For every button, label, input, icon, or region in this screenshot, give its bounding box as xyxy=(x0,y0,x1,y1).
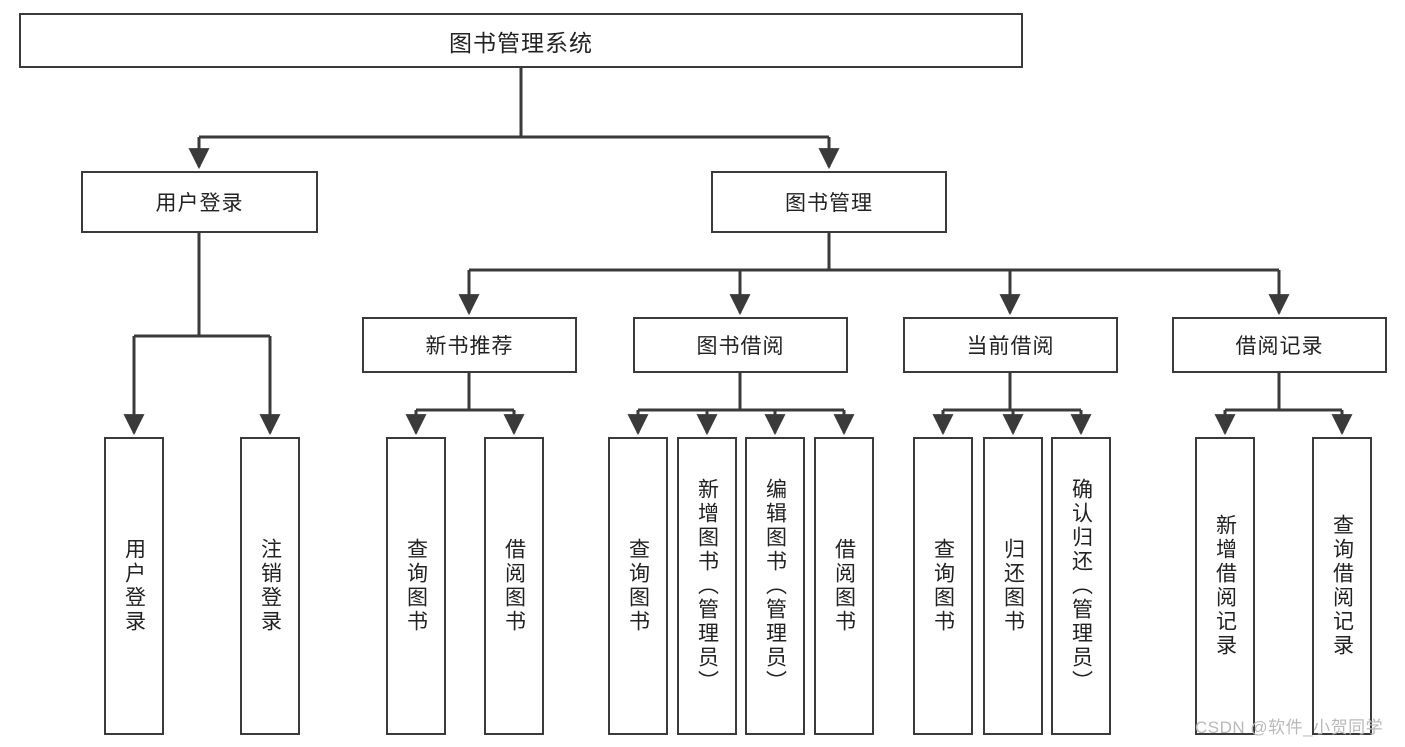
leaf-query-borrow-record[interactable]: 查询借阅记录 xyxy=(1312,437,1372,735)
leaf-return-book[interactable]: 归还图书 xyxy=(983,437,1043,735)
leaf-query-book-1-label: 查询图书 xyxy=(404,538,428,634)
leaf-query-book-2[interactable]: 查询图书 xyxy=(608,437,668,735)
leaf-add-borrow-record[interactable]: 新增借阅记录 xyxy=(1195,437,1255,735)
node-user-login[interactable]: 用户登录 xyxy=(81,171,318,233)
leaf-return-book-label: 归还图书 xyxy=(1001,538,1025,634)
node-book-manage-label: 图书管理 xyxy=(785,192,873,215)
node-book-borrow[interactable]: 图书借阅 xyxy=(633,317,848,373)
leaf-borrow-book-1-label: 借阅图书 xyxy=(502,538,526,634)
node-new-book-recommend-label: 新书推荐 xyxy=(425,335,514,358)
node-borrow-record-label: 借阅记录 xyxy=(1235,335,1324,358)
leaf-user-logout-label: 注销登录 xyxy=(258,538,282,634)
leaf-confirm-return-admin[interactable]: 确认归还（管理员） xyxy=(1051,437,1111,735)
node-root[interactable]: 图书管理系统 xyxy=(19,13,1023,68)
leaf-borrow-book-1[interactable]: 借阅图书 xyxy=(484,437,544,735)
node-book-manage[interactable]: 图书管理 xyxy=(711,171,947,233)
node-book-borrow-label: 图书借阅 xyxy=(696,335,785,358)
leaf-query-book-1[interactable]: 查询图书 xyxy=(386,437,446,735)
node-user-login-label: 用户登录 xyxy=(155,192,244,215)
leaf-borrow-book-2[interactable]: 借阅图书 xyxy=(814,437,874,735)
leaf-edit-book-admin[interactable]: 编辑图书（管理员） xyxy=(745,437,805,735)
node-root-label: 图书管理系统 xyxy=(449,29,593,56)
node-borrow-record[interactable]: 借阅记录 xyxy=(1172,317,1387,373)
leaf-user-logout[interactable]: 注销登录 xyxy=(240,437,300,735)
leaf-user-login-label: 用户登录 xyxy=(122,538,146,634)
leaf-query-borrow-record-label: 查询借阅记录 xyxy=(1330,514,1354,658)
leaf-query-book-3-label: 查询图书 xyxy=(931,538,955,634)
leaf-query-book-2-label: 查询图书 xyxy=(626,538,650,634)
leaf-add-borrow-record-label: 新增借阅记录 xyxy=(1213,514,1237,658)
leaf-edit-book-admin-label: 编辑图书（管理员） xyxy=(763,478,787,694)
leaf-borrow-book-2-label: 借阅图书 xyxy=(832,538,856,634)
leaf-add-book-admin[interactable]: 新增图书（管理员） xyxy=(677,437,737,735)
leaf-user-login[interactable]: 用户登录 xyxy=(104,437,164,735)
watermark: CSDN @软件_小贺同学 xyxy=(1195,718,1384,737)
leaf-query-book-3[interactable]: 查询图书 xyxy=(913,437,973,735)
leaf-add-book-admin-label: 新增图书（管理员） xyxy=(695,478,719,694)
node-current-borrow[interactable]: 当前借阅 xyxy=(903,317,1118,373)
node-current-borrow-label: 当前借阅 xyxy=(966,335,1055,358)
leaf-confirm-return-admin-label: 确认归还（管理员） xyxy=(1069,478,1093,694)
node-new-book-recommend[interactable]: 新书推荐 xyxy=(362,317,577,373)
